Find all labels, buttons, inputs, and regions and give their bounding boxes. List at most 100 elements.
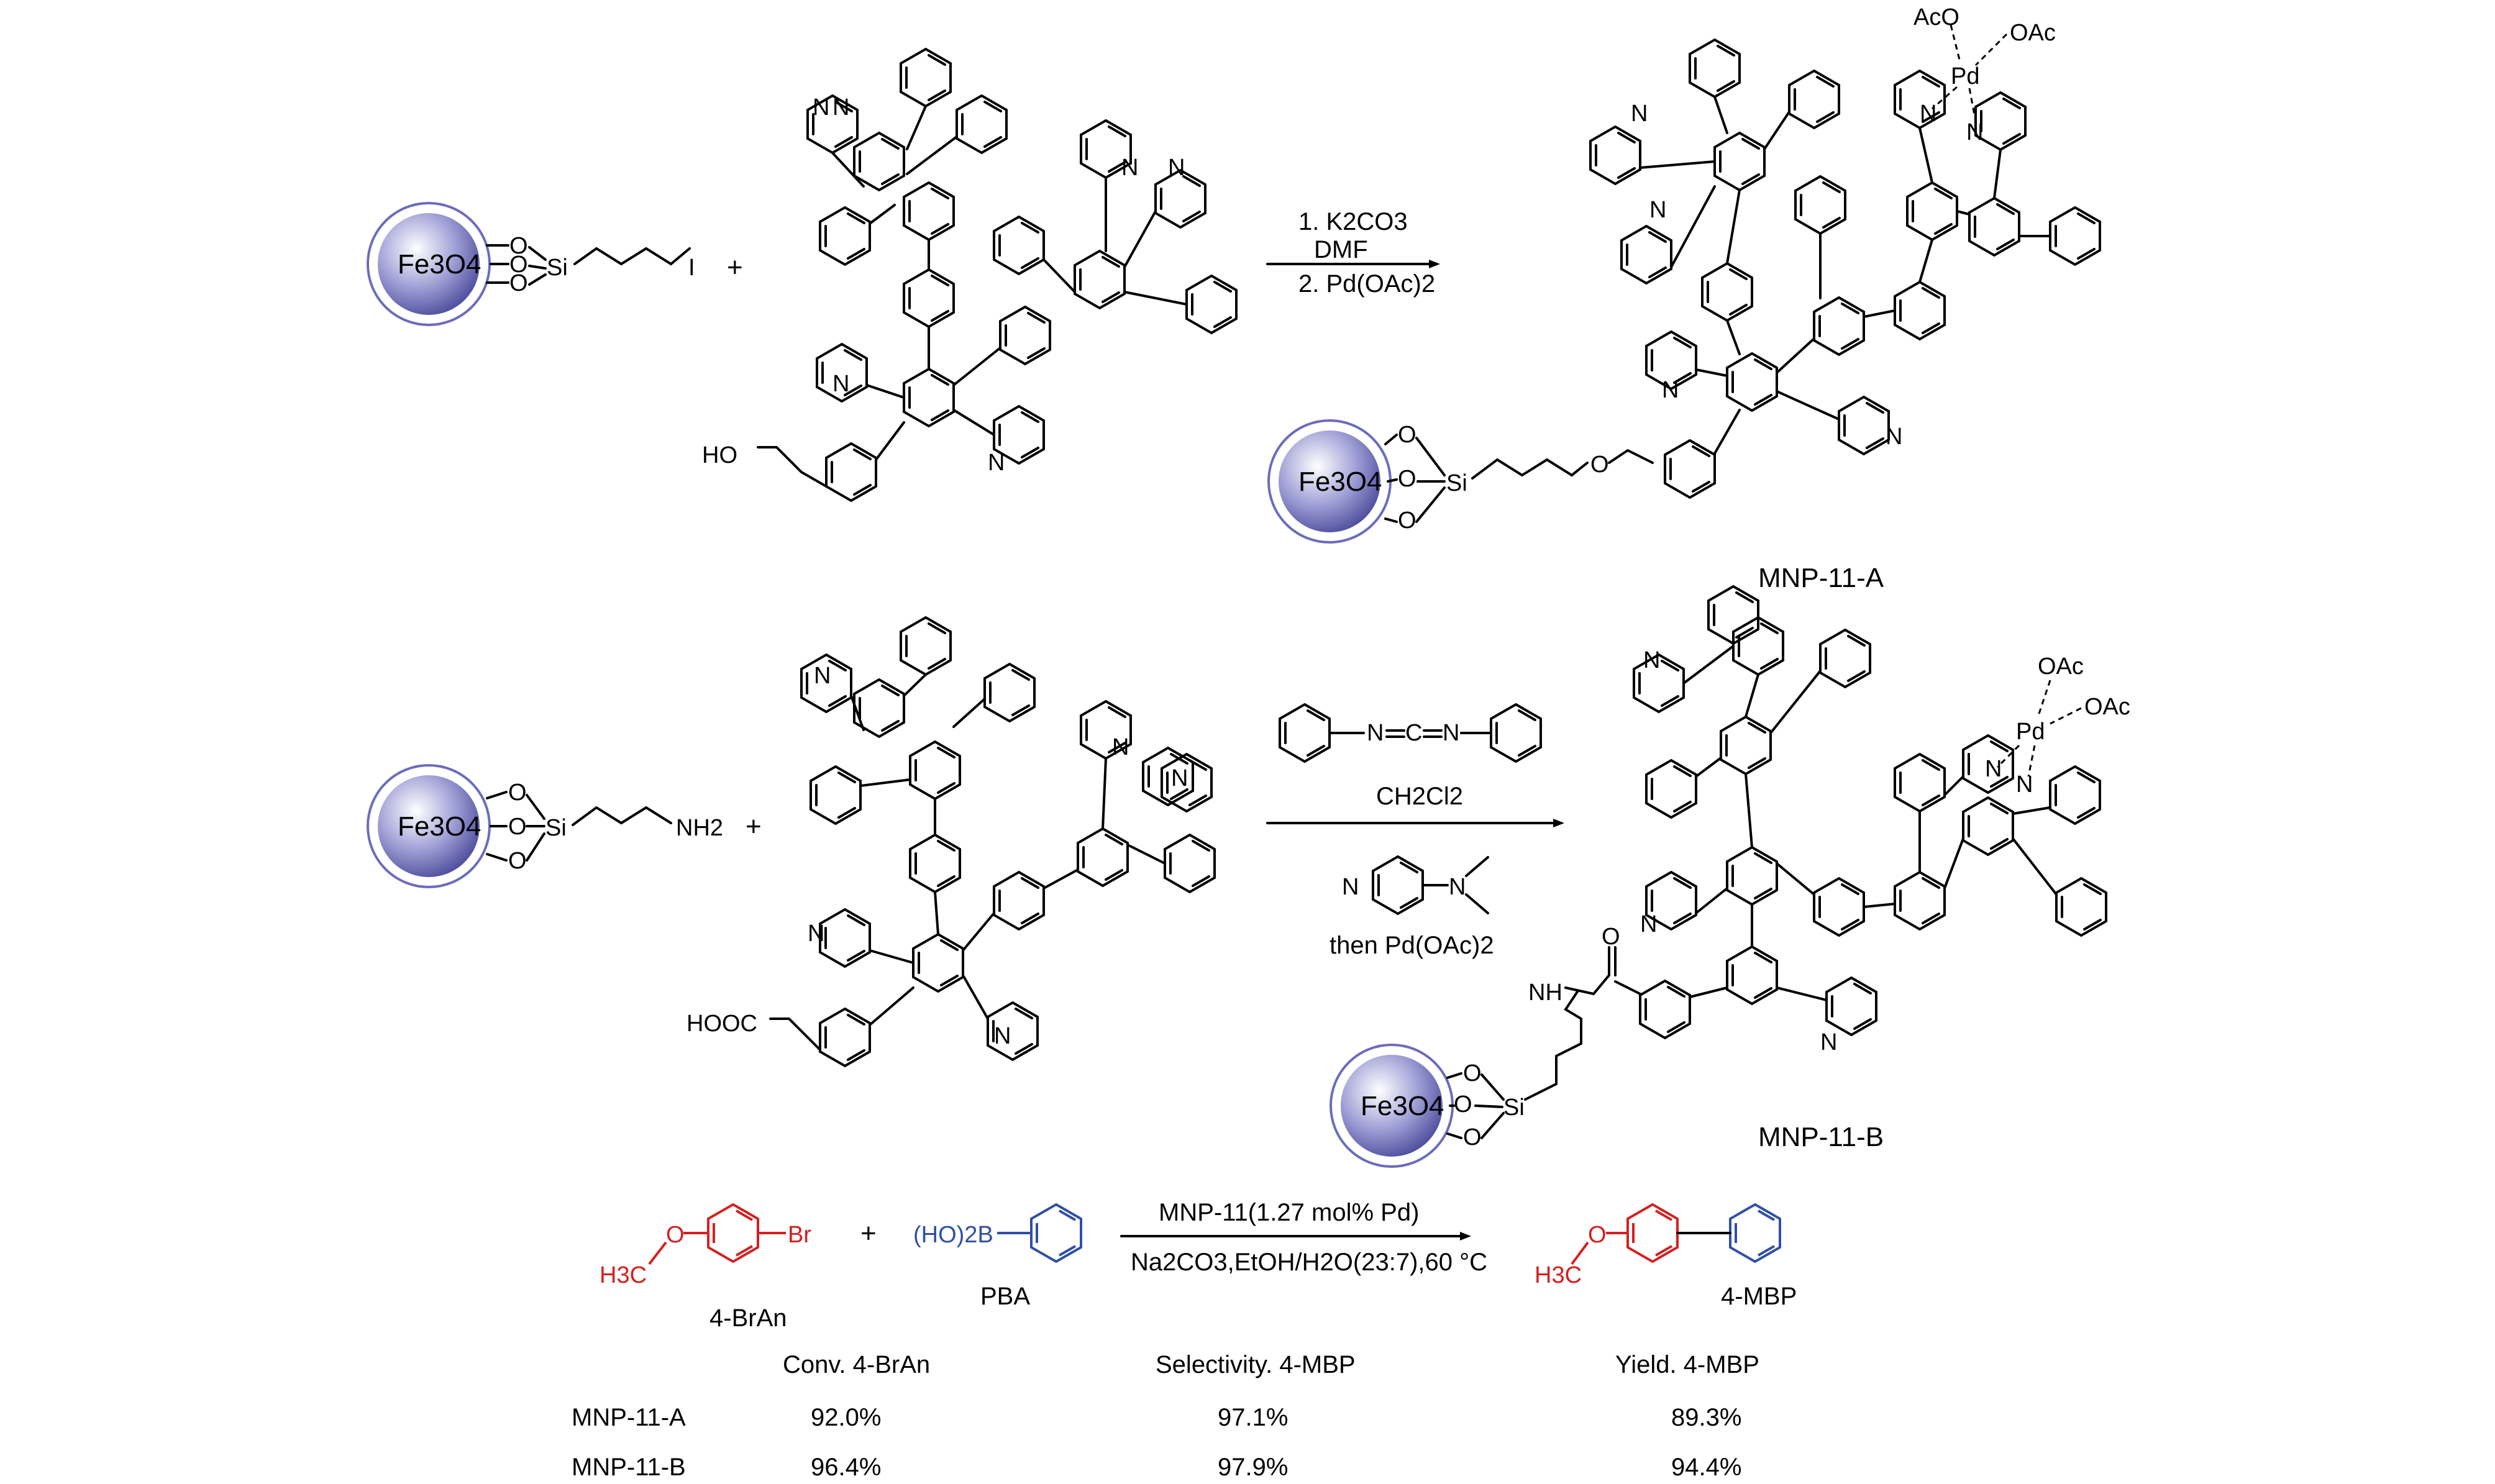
pyridine-n-a1: N <box>832 94 849 121</box>
pyridine-n-a4: N <box>988 450 1005 476</box>
oxygen-pa1: O <box>1398 422 1416 448</box>
pyridine-n-pa2: N <box>1966 119 1983 145</box>
acetate-oac-b1: OAc <box>2038 653 2084 680</box>
nanoparticle-b-product: Fe3O4 <box>1330 1044 1454 1168</box>
methyl-label: H3C <box>600 1262 647 1288</box>
pyridine-n-pa3: N <box>1631 101 1648 127</box>
carboxyl-label: HOOC <box>686 1011 757 1037</box>
reactant2-label: PBA <box>980 1283 1030 1310</box>
oxygen-pa2: O <box>1398 466 1416 492</box>
pyridine-n-pb2: N <box>2016 772 2033 798</box>
table-cell-yield: 94.4% <box>1671 1454 1741 1481</box>
pyridine-n-b3: N <box>994 1023 1011 1049</box>
amide-o: O <box>1602 924 1620 950</box>
plus-reaction: + <box>860 1218 877 1249</box>
palladium-a: Pd <box>1951 63 1979 89</box>
phenylboronic-acid-structure: (HO)2B <box>913 1203 1082 1263</box>
scheme-a: Fe3O4 O O O Si I + <box>367 4 2101 593</box>
oxygen-pb2: O <box>1454 1091 1472 1118</box>
plus-a: + <box>727 252 743 283</box>
table-cell-conversion: 92.0% <box>811 1404 881 1431</box>
oxygen-a2: O <box>509 252 528 278</box>
pyridine-n-b4: N <box>1112 734 1129 760</box>
amine-label: NH2 <box>676 815 723 841</box>
pyridine-n-pb3: N <box>1643 647 1660 673</box>
bromine-label: Br <box>788 1222 811 1248</box>
pyridine-n-pa4: N <box>1649 197 1666 223</box>
product-methyl-label: H3C <box>1535 1262 1582 1288</box>
dmap-structure: N N <box>1342 855 1489 915</box>
pyridine-n-b1: N <box>814 663 831 689</box>
pyridine-n-pa1: N <box>1920 101 1936 127</box>
oxygen-b1: O <box>508 780 527 806</box>
pyridine-n-b2: N <box>808 921 824 947</box>
table-row: MNP-11-B 96.4% 97.9% 94.4% <box>572 1454 1741 1481</box>
results-table: Conv. 4-BrAn Selectivity. 4-MBP Yield. 4… <box>572 1351 1759 1481</box>
oxygen-a1: O <box>509 233 528 259</box>
condition-b2: then Pd(OAc)2 <box>1330 932 1494 959</box>
oxygen-pb1: O <box>1463 1060 1482 1086</box>
acetate-oac-b2: OAc <box>2084 694 2130 720</box>
dcc-n2: N <box>1443 720 1459 746</box>
core-label-a: Fe3O4 <box>398 249 481 280</box>
table-cell-conversion: 96.4% <box>811 1454 881 1481</box>
reaction-condition-bottom: Na2CO3,EtOH/H2O(23:7),60 °C <box>1131 1249 1487 1276</box>
dcc-c: C <box>1405 720 1422 746</box>
dmap-ring-n: N <box>1342 874 1359 900</box>
pyridine-n-a2: N <box>813 94 829 121</box>
plus-b: + <box>746 811 762 842</box>
core-label-b-product: Fe3O4 <box>1361 1091 1444 1121</box>
oxygen-b2: O <box>508 814 527 840</box>
condition-a3: 2. Pd(OAc)2 <box>1298 270 1435 298</box>
table-header-yield: Yield. 4-MBP <box>1615 1351 1759 1378</box>
table-row-catalyst: MNP-11-B <box>572 1454 686 1481</box>
table-cell-selectivity: 97.1% <box>1218 1404 1288 1431</box>
table-row-catalyst: MNP-11-A <box>572 1404 686 1431</box>
reactant1-label: 4-BrAn <box>709 1304 787 1332</box>
nanoparticle-a-product: Fe3O4 <box>1267 419 1392 544</box>
table-cell-yield: 89.3% <box>1671 1404 1741 1431</box>
acetate-aco: AcO <box>1913 4 1959 30</box>
bromoanisole-structure: Br O H3C <box>600 1203 811 1288</box>
product-label-b: MNP-11-B <box>1758 1122 1884 1152</box>
ligand-a: HO N N N N N N <box>702 48 1238 502</box>
silicon-b: Si <box>545 815 567 841</box>
table-row: MNP-11-A 92.0% 97.1% 89.3% <box>572 1404 1741 1431</box>
methoxy-oxygen: O <box>666 1222 685 1248</box>
nanoparticle-a: Fe3O4 <box>367 202 491 326</box>
methoxybiphenyl-structure: O H3C <box>1535 1203 1781 1288</box>
silicon-pb: Si <box>1503 1095 1525 1121</box>
table-header-selectivity: Selectivity. 4-MBP <box>1156 1351 1356 1378</box>
oxygen-a3: O <box>509 270 528 296</box>
hydroxyl-label-a: HO <box>702 442 737 468</box>
core-label-a-product: Fe3O4 <box>1298 467 1382 497</box>
silicon-a: Si <box>547 255 568 281</box>
ether-oxygen-pa: O <box>1590 452 1609 478</box>
dcc-structure: N C N <box>1279 703 1542 763</box>
scheme-b: Fe3O4 O O O Si NH2 + <box>367 585 2130 1168</box>
acetate-oac-a: OAc <box>2010 20 2056 46</box>
product-label-a: MNP-11-A <box>1758 563 1884 593</box>
product-b-structure: Fe3O4 O O O Si NH O <box>1330 585 2130 1168</box>
pyridine-n-pa5: N <box>1662 377 1679 403</box>
amide-nh: NH <box>1528 980 1562 1006</box>
product-methoxy-oxygen: O <box>1588 1222 1607 1248</box>
pyridine-n-pa6: N <box>1886 424 1902 450</box>
condition-a1: 1. K2CO3 <box>1298 208 1408 235</box>
pyridine-n-pb5: N <box>1820 1029 1837 1055</box>
pyridine-n-a5: N <box>1121 155 1138 181</box>
model-reaction: Br O H3C 4-BrAn + (HO)2B PBA MNP-11(1.27… <box>600 1199 1797 1332</box>
iodine-label: I <box>688 255 695 281</box>
pyridine-n-b5: N <box>1171 765 1188 791</box>
ligand-b: HOOC N N N N N <box>686 616 1216 1067</box>
condition-b1: CH2Cl2 <box>1376 783 1463 810</box>
nanoparticle-b: Fe3O4 <box>367 764 491 888</box>
pyridine-n-a3: N <box>832 371 849 397</box>
reaction-condition-top: MNP-11(1.27 mol% Pd) <box>1159 1199 1419 1226</box>
oxygen-b3: O <box>508 848 527 874</box>
palladium-b: Pd <box>2016 719 2045 745</box>
pyridine-n-pb1: N <box>1985 756 2002 782</box>
table-header-conversion: Conv. 4-BrAn <box>783 1351 930 1378</box>
product-a-structure: Fe3O4 O O O Si O <box>1267 4 2101 544</box>
